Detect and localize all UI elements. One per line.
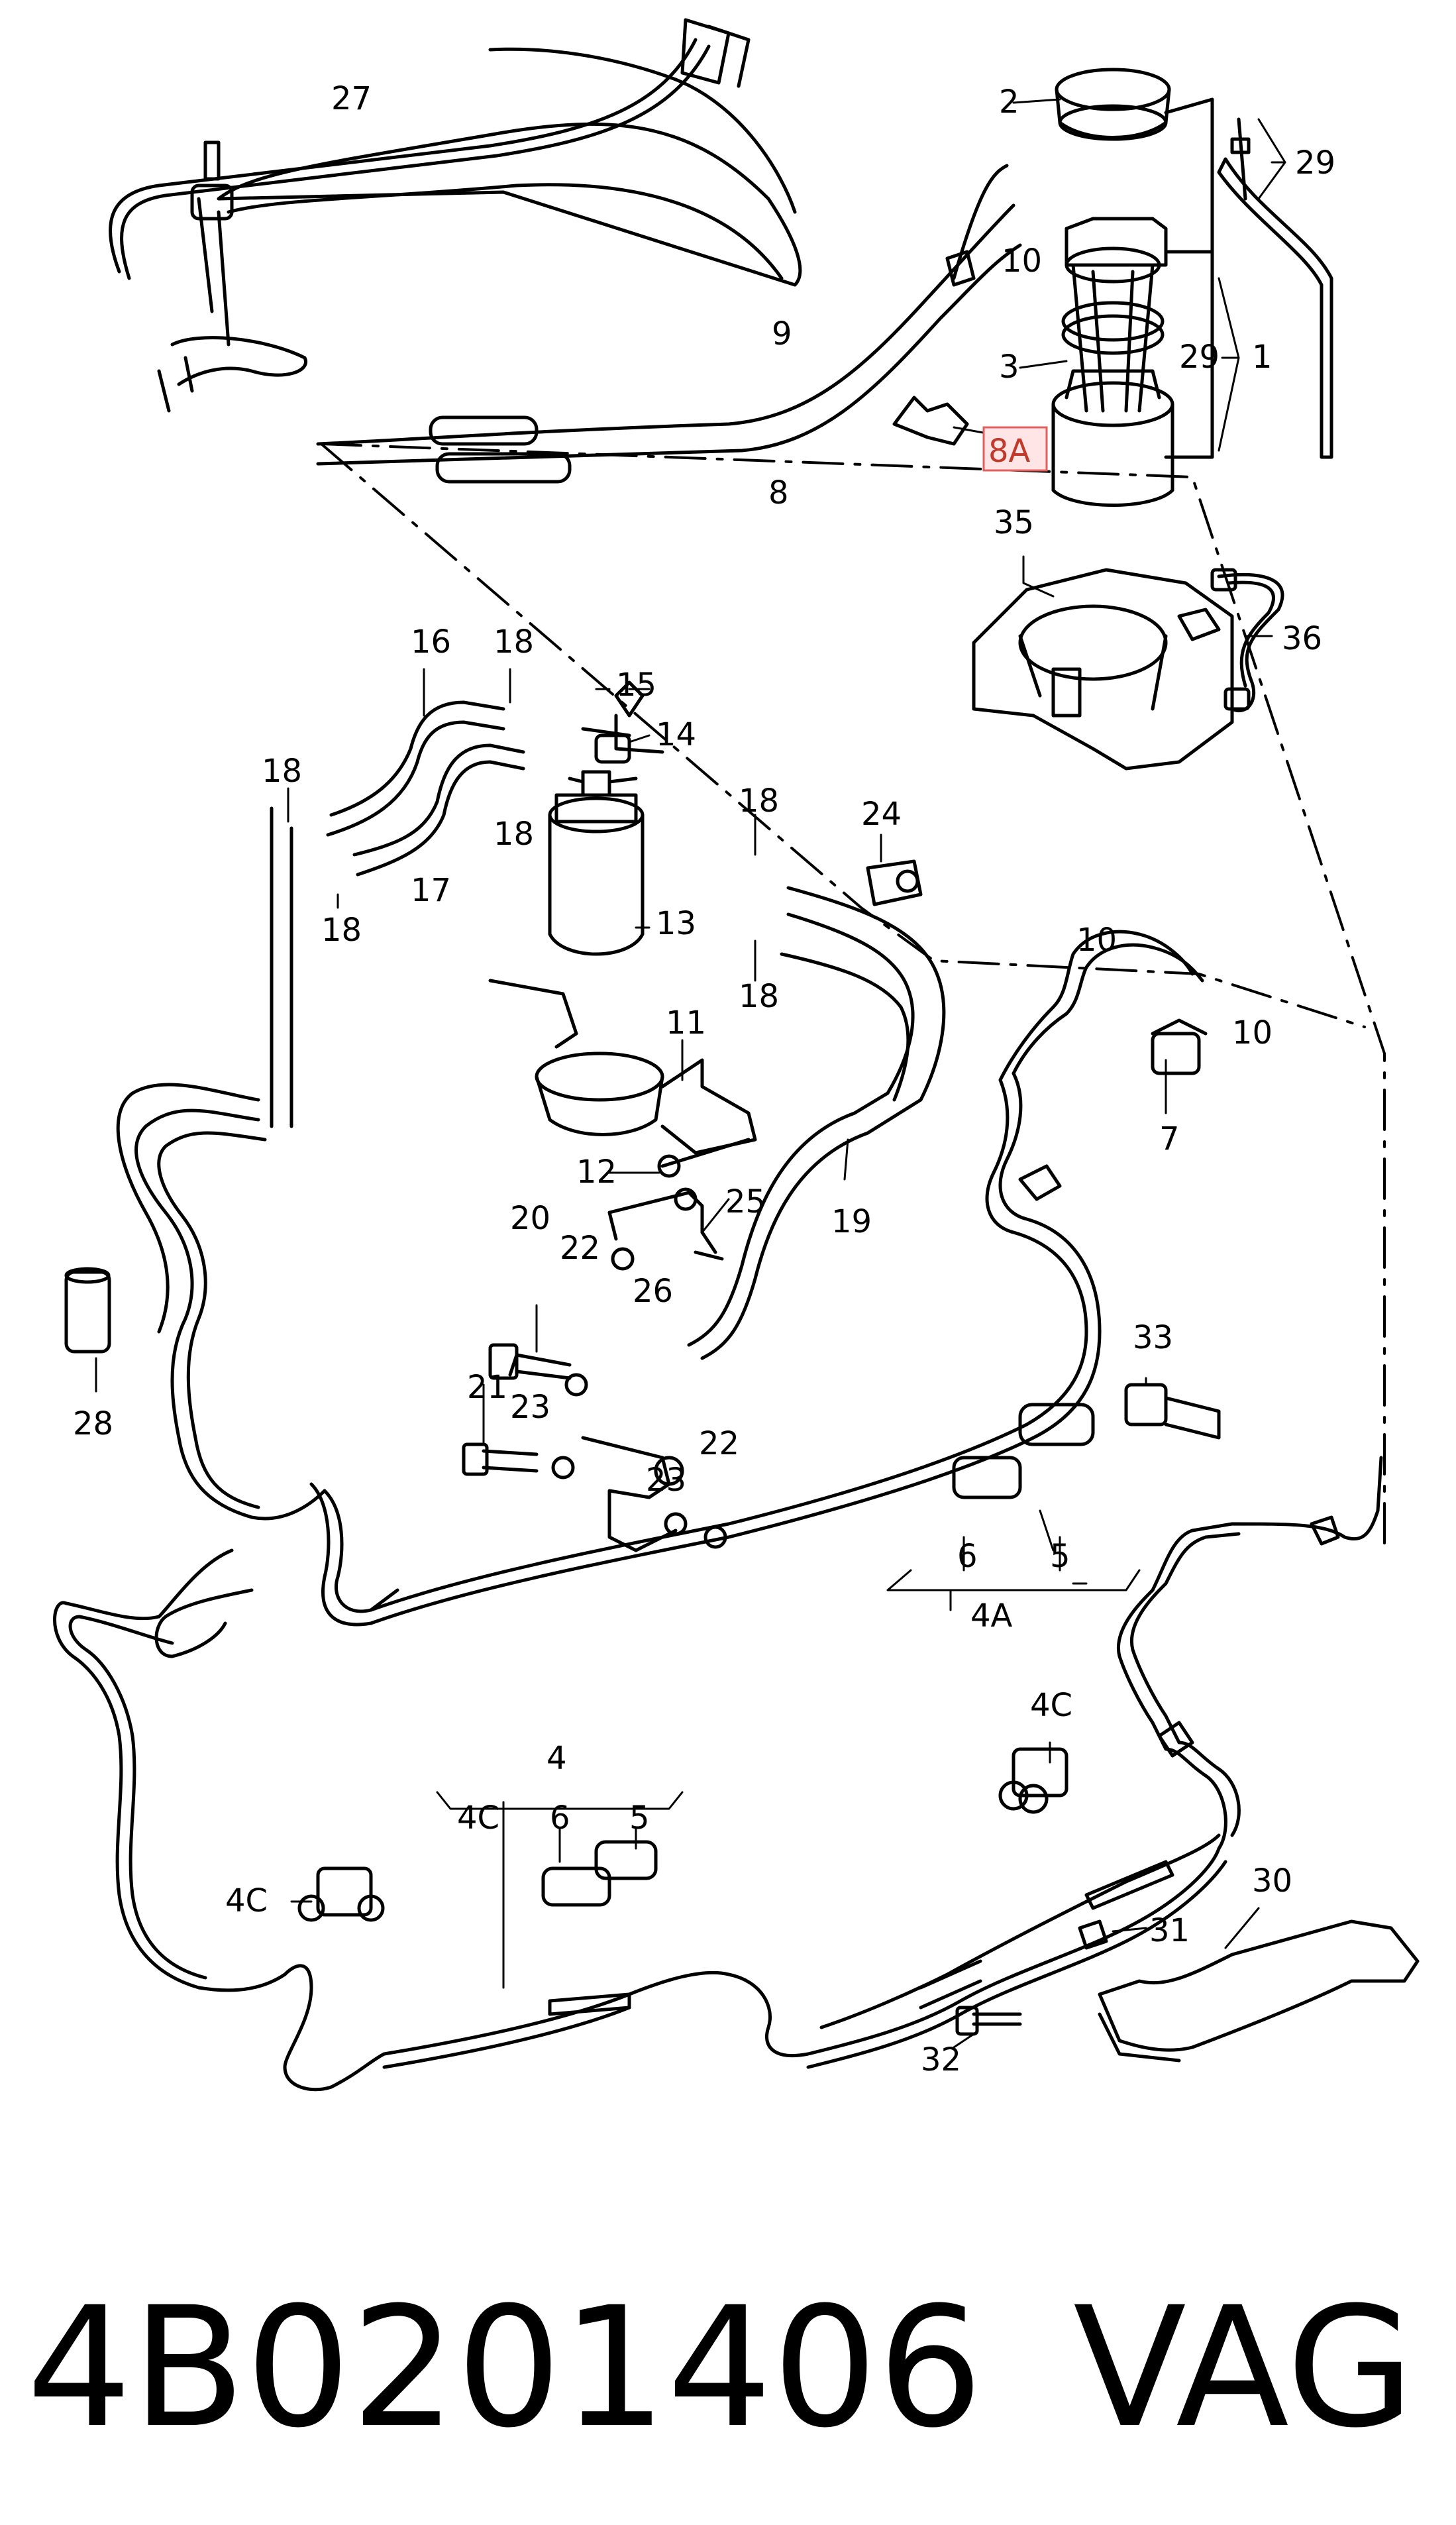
leader-lines	[95, 98, 1286, 2049]
callout-10-right: 10	[1232, 1014, 1273, 1051]
fuel-tank-35	[972, 568, 1234, 771]
callout-5-bottom: 5	[629, 1800, 650, 1837]
fuel-filter-13	[548, 770, 645, 956]
fuel-lines-8-9	[316, 164, 1022, 484]
callout-7: 7	[1159, 1120, 1180, 1157]
clip-31	[1078, 1919, 1108, 1950]
callout-5-top: 5	[1050, 1538, 1070, 1575]
callout-13: 13	[656, 905, 696, 942]
callout-4c-right: 4C	[1030, 1687, 1072, 1724]
callout-21: 21	[467, 1369, 507, 1406]
lower-fuel-lines	[53, 1456, 1383, 2092]
callout-14: 14	[656, 716, 696, 753]
fuel-lines-group-27	[109, 18, 802, 413]
callout-36: 36	[1282, 620, 1322, 657]
footer-part-number: 4B0201406	[26, 2271, 983, 2464]
callout-30: 30	[1252, 1862, 1292, 1900]
callout-3: 3	[999, 349, 1019, 386]
fuel-pump-assembly	[1051, 68, 1333, 507]
main-fuel-lines	[116, 806, 1204, 1627]
tee-connector-14	[581, 680, 664, 764]
part-8a-elbow	[892, 396, 969, 446]
callout-18-a: 18	[494, 623, 534, 661]
callout-18-c: 18	[262, 753, 302, 790]
callout-18-b: 18	[494, 816, 534, 853]
callout-19: 19	[831, 1203, 872, 1240]
callout-35: 35	[994, 504, 1034, 541]
bracket-30	[1098, 1919, 1420, 2063]
callout-11: 11	[666, 1004, 706, 1042]
callout-8: 8	[768, 474, 789, 511]
callout-18-f: 18	[739, 978, 779, 1015]
filter-bracket-11	[488, 979, 757, 1178]
callout-4a: 4A	[970, 1597, 1013, 1635]
screw-32	[955, 2006, 1022, 2036]
callout-labels: 2 3 10 8A 1 29 29 35 36 27 9 8 16 18 15 …	[73, 80, 1335, 2078]
clip-parts	[297, 1018, 1221, 1922]
part-8a-highlight-box	[982, 426, 1048, 472]
callout-16: 16	[411, 623, 451, 661]
footer-brand: VAG	[1073, 2271, 1414, 2464]
callout-32: 32	[921, 2041, 961, 2078]
callout-31: 31	[1149, 1912, 1190, 1949]
callout-12: 12	[576, 1154, 617, 1191]
callout-9: 9	[772, 315, 792, 352]
callout-22-b: 22	[699, 1425, 739, 1462]
boundary-dashed-line	[320, 443, 1386, 1545]
callout-23-b: 23	[646, 1462, 686, 1499]
callout-4: 4	[546, 1740, 567, 1777]
hose-19	[687, 886, 946, 1360]
callout-22-a: 22	[560, 1230, 600, 1267]
callout-18-e: 18	[739, 782, 779, 820]
callout-6-bottom: 6	[550, 1800, 570, 1837]
callout-25: 25	[725, 1183, 766, 1220]
callout-18-d: 18	[321, 912, 362, 949]
callout-33: 33	[1133, 1319, 1173, 1356]
hose-16-17	[326, 700, 525, 877]
callout-17: 17	[411, 872, 451, 909]
callout-20: 20	[510, 1200, 550, 1237]
callout-10-mid: 10	[1076, 922, 1117, 959]
callout-2: 2	[999, 83, 1019, 121]
bolts-and-clips	[462, 1187, 727, 1552]
callout-23-a: 23	[510, 1389, 550, 1426]
callout-26: 26	[633, 1273, 673, 1310]
callout-29-inner: 29	[1179, 339, 1220, 376]
callout-4c-left: 4C	[225, 1882, 268, 1919]
connector-24	[866, 859, 923, 906]
callout-6-top: 6	[957, 1538, 978, 1575]
filter-element-28	[64, 1267, 111, 1354]
callout-29-outer: 29	[1295, 144, 1335, 182]
callout-24: 24	[861, 796, 902, 833]
callout-27: 27	[331, 80, 372, 117]
callout-15: 15	[616, 667, 656, 704]
callout-4c-center: 4C	[457, 1800, 499, 1837]
callout-10-top: 10	[1002, 242, 1042, 280]
callout-28: 28	[73, 1405, 113, 1442]
callout-8a: 8A	[988, 433, 1031, 470]
callout-1: 1	[1252, 339, 1273, 376]
wiring-harness-36	[1210, 568, 1284, 713]
